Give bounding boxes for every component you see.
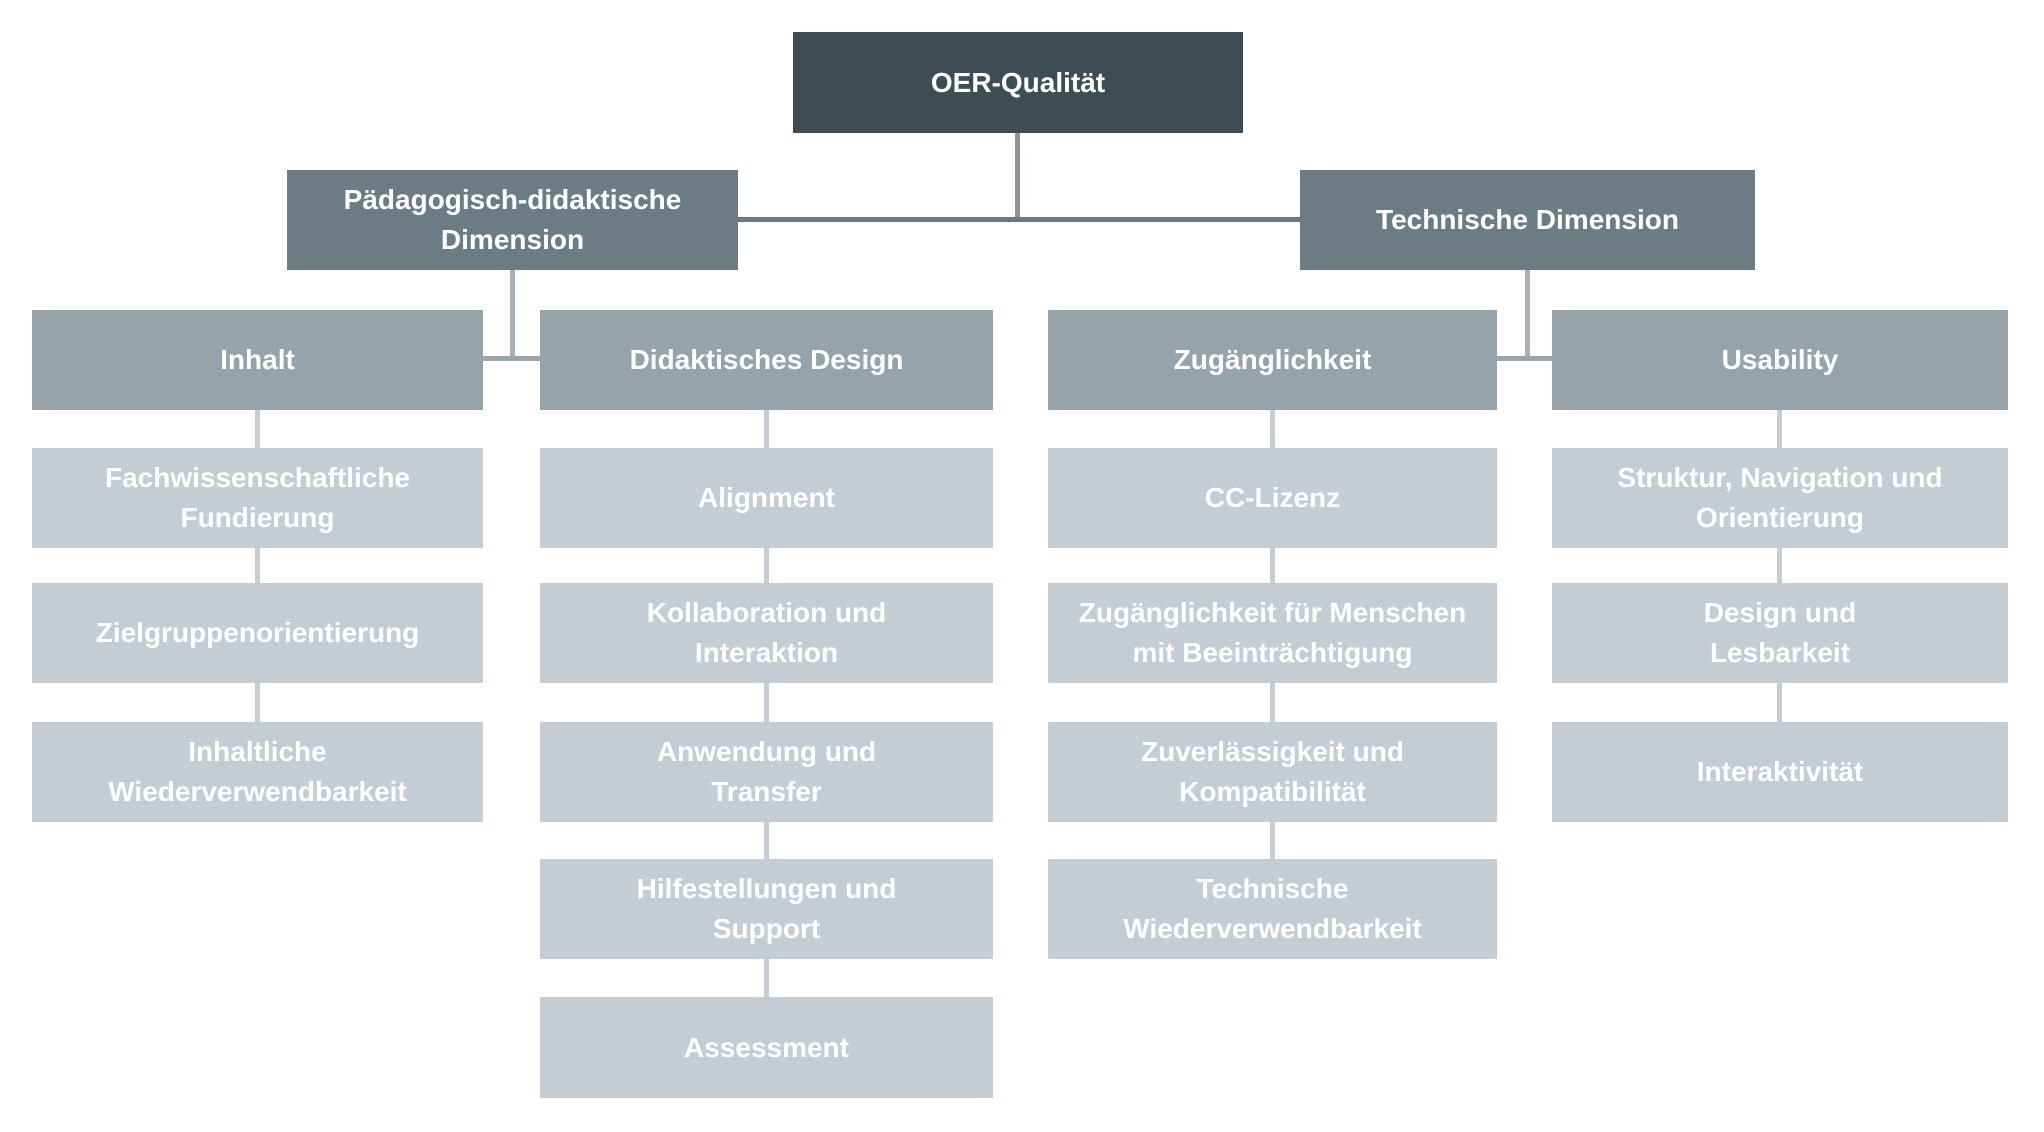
connector-col2-seg4 — [764, 822, 769, 859]
item-box-label: Struktur, Navigation und Orientierung — [1617, 462, 1943, 533]
category-box-inhalt: Inhalt — [32, 310, 483, 410]
item-box-label: Zuverlässigkeit und Kompatibilität — [1141, 736, 1404, 807]
item-box-zielgruppenorientierung: Zielgruppenorientierung — [32, 583, 483, 683]
connector-col3-seg4 — [1270, 822, 1275, 859]
item-box-design-und-lesbarkeit: Design und Lesbarkeit — [1552, 583, 2008, 683]
dimension-box-technisch: Technische Dimension — [1300, 170, 1755, 270]
item-box-label: Assessment — [684, 1031, 849, 1063]
connector-col2-seg3 — [764, 683, 769, 722]
category-box-label: Usability — [1721, 344, 1839, 375]
item-box-zuverlaessigkeit-und-kompatibilitaet: Zuverlässigkeit und Kompatibilität — [1048, 722, 1497, 822]
item-box-interaktivitaet: Interaktivität — [1552, 722, 2008, 822]
connector-col3-seg3 — [1270, 683, 1275, 722]
connector-col2-seg1 — [764, 410, 769, 448]
item-box-anwendung-und-transfer: Anwendung und Transfer — [540, 722, 993, 822]
connector-dim2-vertical — [1525, 270, 1530, 360]
category-box-label: Inhalt — [220, 344, 295, 375]
root-box-label: OER-Qualität — [930, 66, 1106, 98]
item-box-inhaltliche-wiederverwendbarkeit: Inhaltliche Wiederverwendbarkeit — [32, 722, 483, 822]
item-box-technische-wiederverwendbarkeit: Technische Wiederverwendbarkeit — [1048, 859, 1497, 959]
category-box-didaktisches-design: Didaktisches Design — [540, 310, 993, 410]
item-box-label: Anwendung und Transfer — [656, 736, 877, 807]
connector-col3-seg1 — [1270, 410, 1275, 448]
connector-root-horizontal — [738, 217, 1300, 222]
item-box-label: Kollaboration und Interaktion — [646, 597, 887, 668]
category-box-label: Didaktisches Design — [629, 344, 904, 375]
connector-col3-seg2 — [1270, 548, 1275, 583]
item-box-label: Alignment — [698, 482, 835, 513]
item-box-label: Inhaltliche Wiederverwendbarkeit — [108, 736, 407, 807]
dimension-box-paedagogisch-didaktisch: Pädagogisch-didaktische Dimension — [287, 170, 738, 270]
item-box-hilfestellungen-und-support: Hilfestellungen und Support — [540, 859, 993, 959]
connector-col4-seg3 — [1777, 683, 1782, 722]
dimension-box-label: Pädagogisch-didaktische Dimension — [343, 184, 682, 255]
connector-col1-seg1 — [255, 410, 260, 448]
item-box-alignment: Alignment — [540, 448, 993, 548]
item-box-label: Zugänglichkeit für Menschen mit Beeinträ… — [1078, 597, 1467, 668]
item-box-label: Hilfestellungen und Support — [636, 873, 897, 944]
item-box-zugaenglichkeit-fuer-menschen: Zugänglichkeit für Menschen mit Beeinträ… — [1048, 583, 1497, 683]
connector-col1-seg3 — [255, 683, 260, 722]
item-box-assessment: Assessment — [540, 997, 993, 1098]
connector-dim1-horizontal — [483, 356, 540, 361]
connector-dim1-vertical — [510, 270, 515, 360]
connector-col2-seg5 — [764, 959, 769, 997]
item-box-label: Zielgruppenorientierung — [95, 617, 420, 648]
root-box-oer-qualitaet: OER-Qualität — [793, 32, 1243, 133]
connector-root-vertical — [1015, 133, 1020, 219]
item-box-label: Design und Lesbarkeit — [1703, 597, 1857, 668]
connector-dim2-horizontal — [1497, 356, 1552, 361]
item-box-kollaboration-und-interaktion: Kollaboration und Interaktion — [540, 583, 993, 683]
category-box-label: Zugänglichkeit — [1173, 344, 1372, 375]
category-box-zugaenglichkeit: Zugänglichkeit — [1048, 310, 1497, 410]
dimension-box-label: Technische Dimension — [1376, 204, 1679, 235]
connector-col4-seg1 — [1777, 410, 1782, 448]
item-box-fachwissenschaftliche-fundierung: Fachwissenschaftliche Fundierung — [32, 448, 483, 548]
connector-col1-seg2 — [255, 548, 260, 583]
item-box-label: CC-Lizenz — [1204, 482, 1341, 513]
item-box-label: Technische Wiederverwendbarkeit — [1123, 873, 1422, 944]
item-box-struktur-navigation-orientierung: Struktur, Navigation und Orientierung — [1552, 448, 2008, 548]
connector-col2-seg2 — [764, 548, 769, 583]
item-box-label: Fachwissenschaftliche Fundierung — [104, 462, 410, 533]
item-box-label: Interaktivität — [1696, 756, 1864, 787]
connector-col4-seg2 — [1777, 548, 1782, 583]
item-box-cc-lizenz: CC-Lizenz — [1048, 448, 1497, 548]
category-box-usability: Usability — [1552, 310, 2008, 410]
